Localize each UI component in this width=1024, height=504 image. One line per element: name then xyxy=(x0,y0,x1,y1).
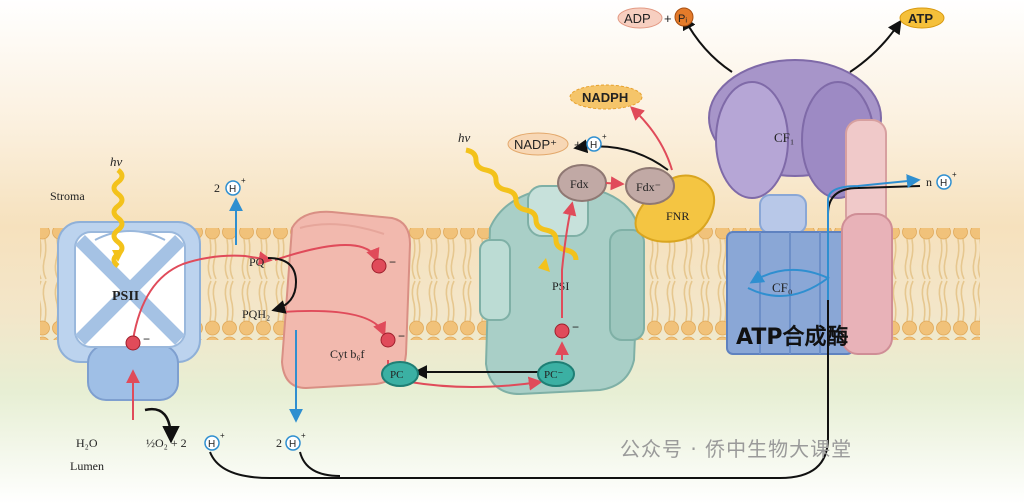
cyt-label: Cyt b₆f xyxy=(330,347,365,361)
proton-lumen-psii: H + xyxy=(204,431,225,451)
water-split-arrow xyxy=(144,407,180,444)
pq-cycle-arrow xyxy=(267,257,298,314)
electron-path-pc-pc-minus xyxy=(409,376,543,391)
atp-synthase-label: ATP合成酶 xyxy=(736,325,849,350)
proton-lumen-cyt: 2 H + xyxy=(276,431,306,451)
proton-stroma-atp: n H + xyxy=(926,170,957,190)
cf0-rotation-arrow xyxy=(747,269,830,297)
cf1-label: CF₁ xyxy=(774,130,794,145)
electron-marker-cyt1: − xyxy=(371,255,396,274)
half-o2-label: ½O₂ + 2 xyxy=(146,436,187,450)
proton-path-atpase xyxy=(827,174,921,300)
svg-text:+: + xyxy=(602,132,607,141)
svg-text:Pᵢ: Pᵢ xyxy=(678,13,687,25)
atp-out-arrow xyxy=(849,19,902,73)
stroma-label: Stroma xyxy=(50,189,85,203)
electron-path-psi-fdx xyxy=(561,201,577,318)
watermark: 公众号 · 侨中生物大课堂 xyxy=(620,437,853,461)
hv-label-psi: hν xyxy=(458,130,471,145)
svg-text:−: − xyxy=(389,255,396,269)
fdx-minus-label: Fdx⁻ xyxy=(636,180,661,194)
svg-text:+: + xyxy=(220,431,225,440)
hv-label-psii: hν xyxy=(110,154,123,169)
psi-label: PSI xyxy=(552,279,569,293)
svg-text:−: − xyxy=(398,329,405,343)
atp-synthase xyxy=(708,59,893,355)
svg-text:H: H xyxy=(289,439,296,450)
fdx-minus-protein xyxy=(625,167,675,205)
svg-text:+: + xyxy=(301,431,306,440)
pc-minus-oval xyxy=(537,361,575,387)
electron-marker-cyt2: − xyxy=(380,329,405,348)
svg-text:ATP: ATP xyxy=(908,11,933,26)
photon-psi-arrowhead xyxy=(538,258,550,272)
svg-text:n: n xyxy=(926,175,932,189)
svg-text:2: 2 xyxy=(276,436,282,450)
proton-return-join xyxy=(299,451,341,477)
pc-minus-label: PC⁻ xyxy=(544,369,563,381)
pq-label: PQ xyxy=(249,255,265,269)
svg-text:ADP: ADP xyxy=(624,11,651,26)
svg-text:−: − xyxy=(143,332,150,346)
svg-text:H: H xyxy=(208,439,215,450)
cyt-b6f-complex xyxy=(280,210,412,390)
photon-psii-arrowhead xyxy=(112,250,124,262)
pc-oval xyxy=(381,361,419,387)
nadp-group: NADP⁺ + H + xyxy=(507,132,607,156)
photon-psi xyxy=(465,147,579,261)
adp-group: ADP + Pᵢ xyxy=(617,7,694,29)
svg-text:H: H xyxy=(590,140,597,151)
svg-text:NADP⁺: NADP⁺ xyxy=(514,137,557,152)
pqh2-label: PQH₂ xyxy=(242,307,270,321)
proton-return-line xyxy=(209,185,921,479)
electron-path-pqh2-heme2 xyxy=(281,309,387,337)
electron-marker-psi: − xyxy=(554,320,579,339)
nadph-group: NADPH xyxy=(569,84,643,110)
electron-marker-psii: − xyxy=(125,332,150,351)
fdx-label: Fdx xyxy=(570,177,589,191)
cf0-label: CF₀ xyxy=(772,280,792,295)
pc-label: PC xyxy=(390,369,403,381)
proton-stroma-psii: 2 H + xyxy=(214,176,246,196)
svg-text:−: − xyxy=(572,320,579,334)
atp-product-group: ATP xyxy=(899,7,945,29)
electron-path-fdx-fdxminus xyxy=(605,176,625,191)
svg-text:NADPH: NADPH xyxy=(582,90,628,105)
svg-text:+: + xyxy=(952,170,957,179)
fnr-label: FNR xyxy=(666,209,689,223)
psii-label: PSII xyxy=(112,289,139,304)
svg-text:H: H xyxy=(940,178,947,189)
lumen-label: Lumen xyxy=(70,459,104,473)
h2o-label: H₂O xyxy=(76,436,98,450)
fnr-nadp-arrow xyxy=(573,139,669,171)
svg-text:+: + xyxy=(664,11,672,26)
svg-text:2: 2 xyxy=(214,181,220,195)
electron-path-to-nadph xyxy=(629,106,673,171)
svg-text:+: + xyxy=(241,176,246,185)
svg-text:+: + xyxy=(574,137,582,152)
psii-complex xyxy=(57,221,201,401)
electron-path-pq-heme1 xyxy=(274,244,380,263)
electron-path-psii-pq xyxy=(132,251,273,341)
svg-text:H: H xyxy=(229,184,236,195)
